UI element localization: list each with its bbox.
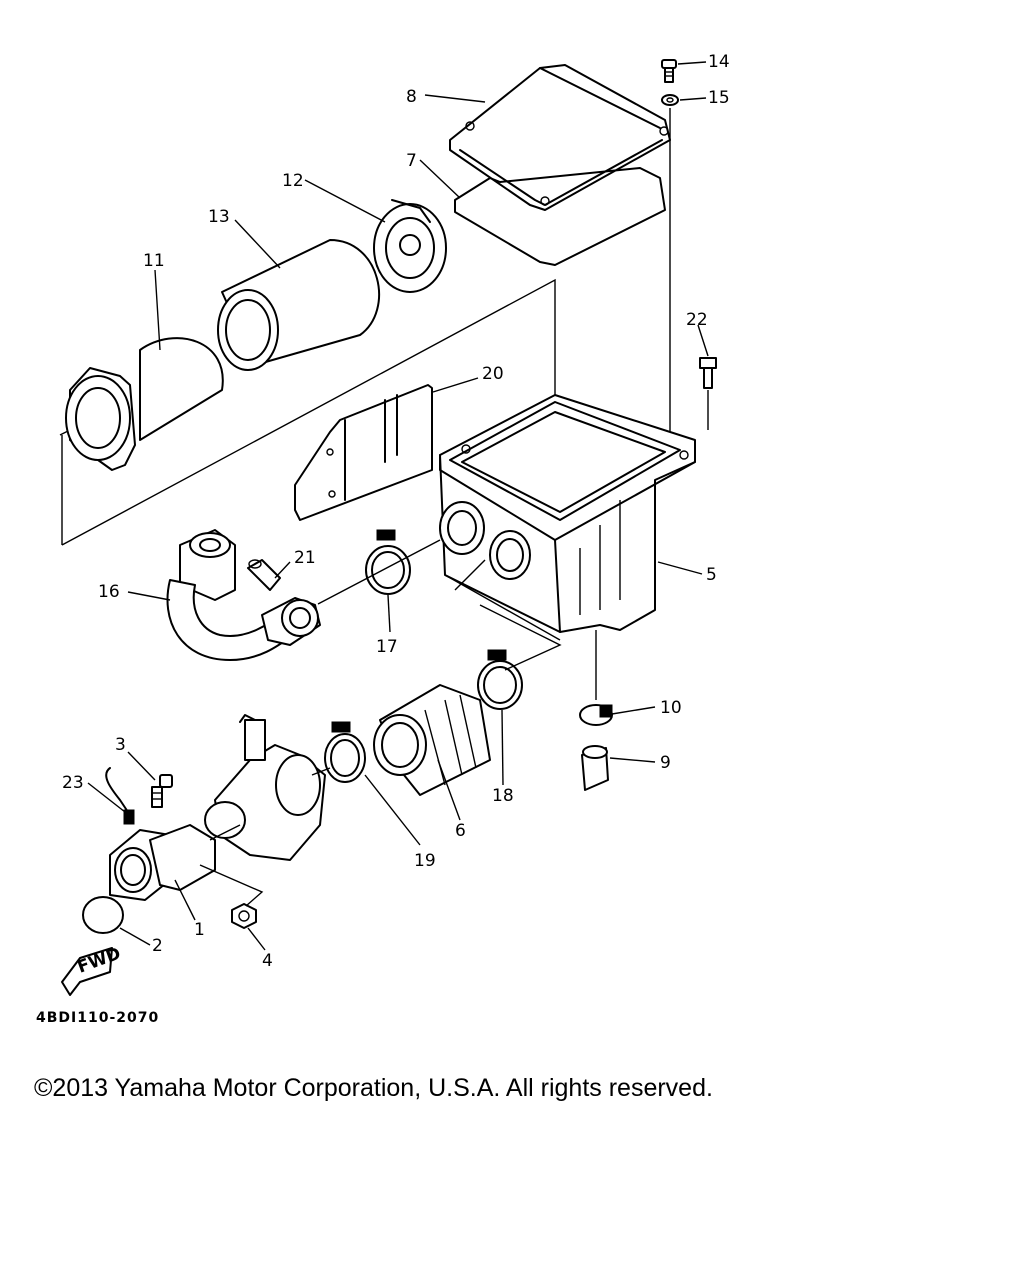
callout-20: 20 — [482, 364, 504, 384]
part-5-air-box — [439, 394, 696, 633]
part-2-plug — [82, 896, 124, 934]
part-17-clamp — [365, 529, 411, 595]
exploded-parts-diagram: FWD 1 2 3 4 5 6 7 8 9 10 — [59, 52, 730, 996]
callout-11: 11 — [143, 251, 165, 271]
callout-13: 13 — [208, 207, 230, 227]
part-9-drain-hose — [581, 745, 609, 791]
part-6-intake-joint — [373, 684, 491, 796]
callout-3: 3 — [115, 735, 126, 755]
callout-8: 8 — [406, 87, 417, 107]
part-20-sheet — [294, 384, 433, 521]
part-8-cover — [449, 64, 671, 211]
callout-17: 17 — [376, 637, 398, 657]
callout-23: 23 — [62, 773, 84, 793]
part-18-clamp — [477, 649, 523, 710]
callout-10: 10 — [660, 698, 682, 718]
part-1-carb-joint — [109, 824, 216, 901]
part-11-filter-guide — [65, 337, 224, 471]
callout-4: 4 — [262, 951, 273, 971]
part-10-clamp — [579, 704, 613, 726]
part-19-clamp — [324, 721, 366, 783]
part-3-screw — [151, 774, 173, 808]
part-14-bolt — [661, 59, 677, 83]
callout-9: 9 — [660, 753, 671, 773]
fwd-arrow: FWD — [61, 944, 124, 996]
part-4-nut — [231, 903, 257, 929]
callout-6: 6 — [455, 821, 466, 841]
part-21-small-hose — [247, 559, 281, 591]
part-15-washer — [661, 94, 679, 106]
copyright-notice: ©2013 Yamaha Motor Corporation, U.S.A. A… — [34, 1074, 713, 1102]
reference-code: 4BDI110-2070 — [36, 1010, 160, 1026]
callout-2: 2 — [152, 936, 163, 956]
part-23-clip — [105, 767, 135, 825]
part-12-filter-cap — [373, 199, 447, 293]
callout-16: 16 — [98, 582, 120, 602]
callout-1: 1 — [194, 920, 205, 940]
callout-7: 7 — [406, 151, 417, 171]
leader-lines — [87, 61, 709, 951]
part-22-bolt — [699, 357, 717, 430]
callout-14: 14 — [708, 52, 730, 72]
callout-5: 5 — [706, 565, 717, 585]
callout-15: 15 — [708, 88, 730, 108]
callout-18: 18 — [492, 786, 514, 806]
callout-21: 21 — [294, 548, 316, 568]
callout-22: 22 — [686, 310, 708, 330]
callout-numbers: 1 2 3 4 5 6 7 8 9 10 11 12 13 14 15 16 1… — [62, 52, 730, 971]
part-13-filter-element — [217, 239, 381, 371]
part-16-breather-hose — [166, 529, 321, 661]
alignment-lines — [199, 539, 562, 907]
callout-19: 19 — [414, 851, 436, 871]
carburetor — [204, 714, 326, 861]
part-7-gasket — [454, 167, 666, 266]
callout-12: 12 — [282, 171, 304, 191]
